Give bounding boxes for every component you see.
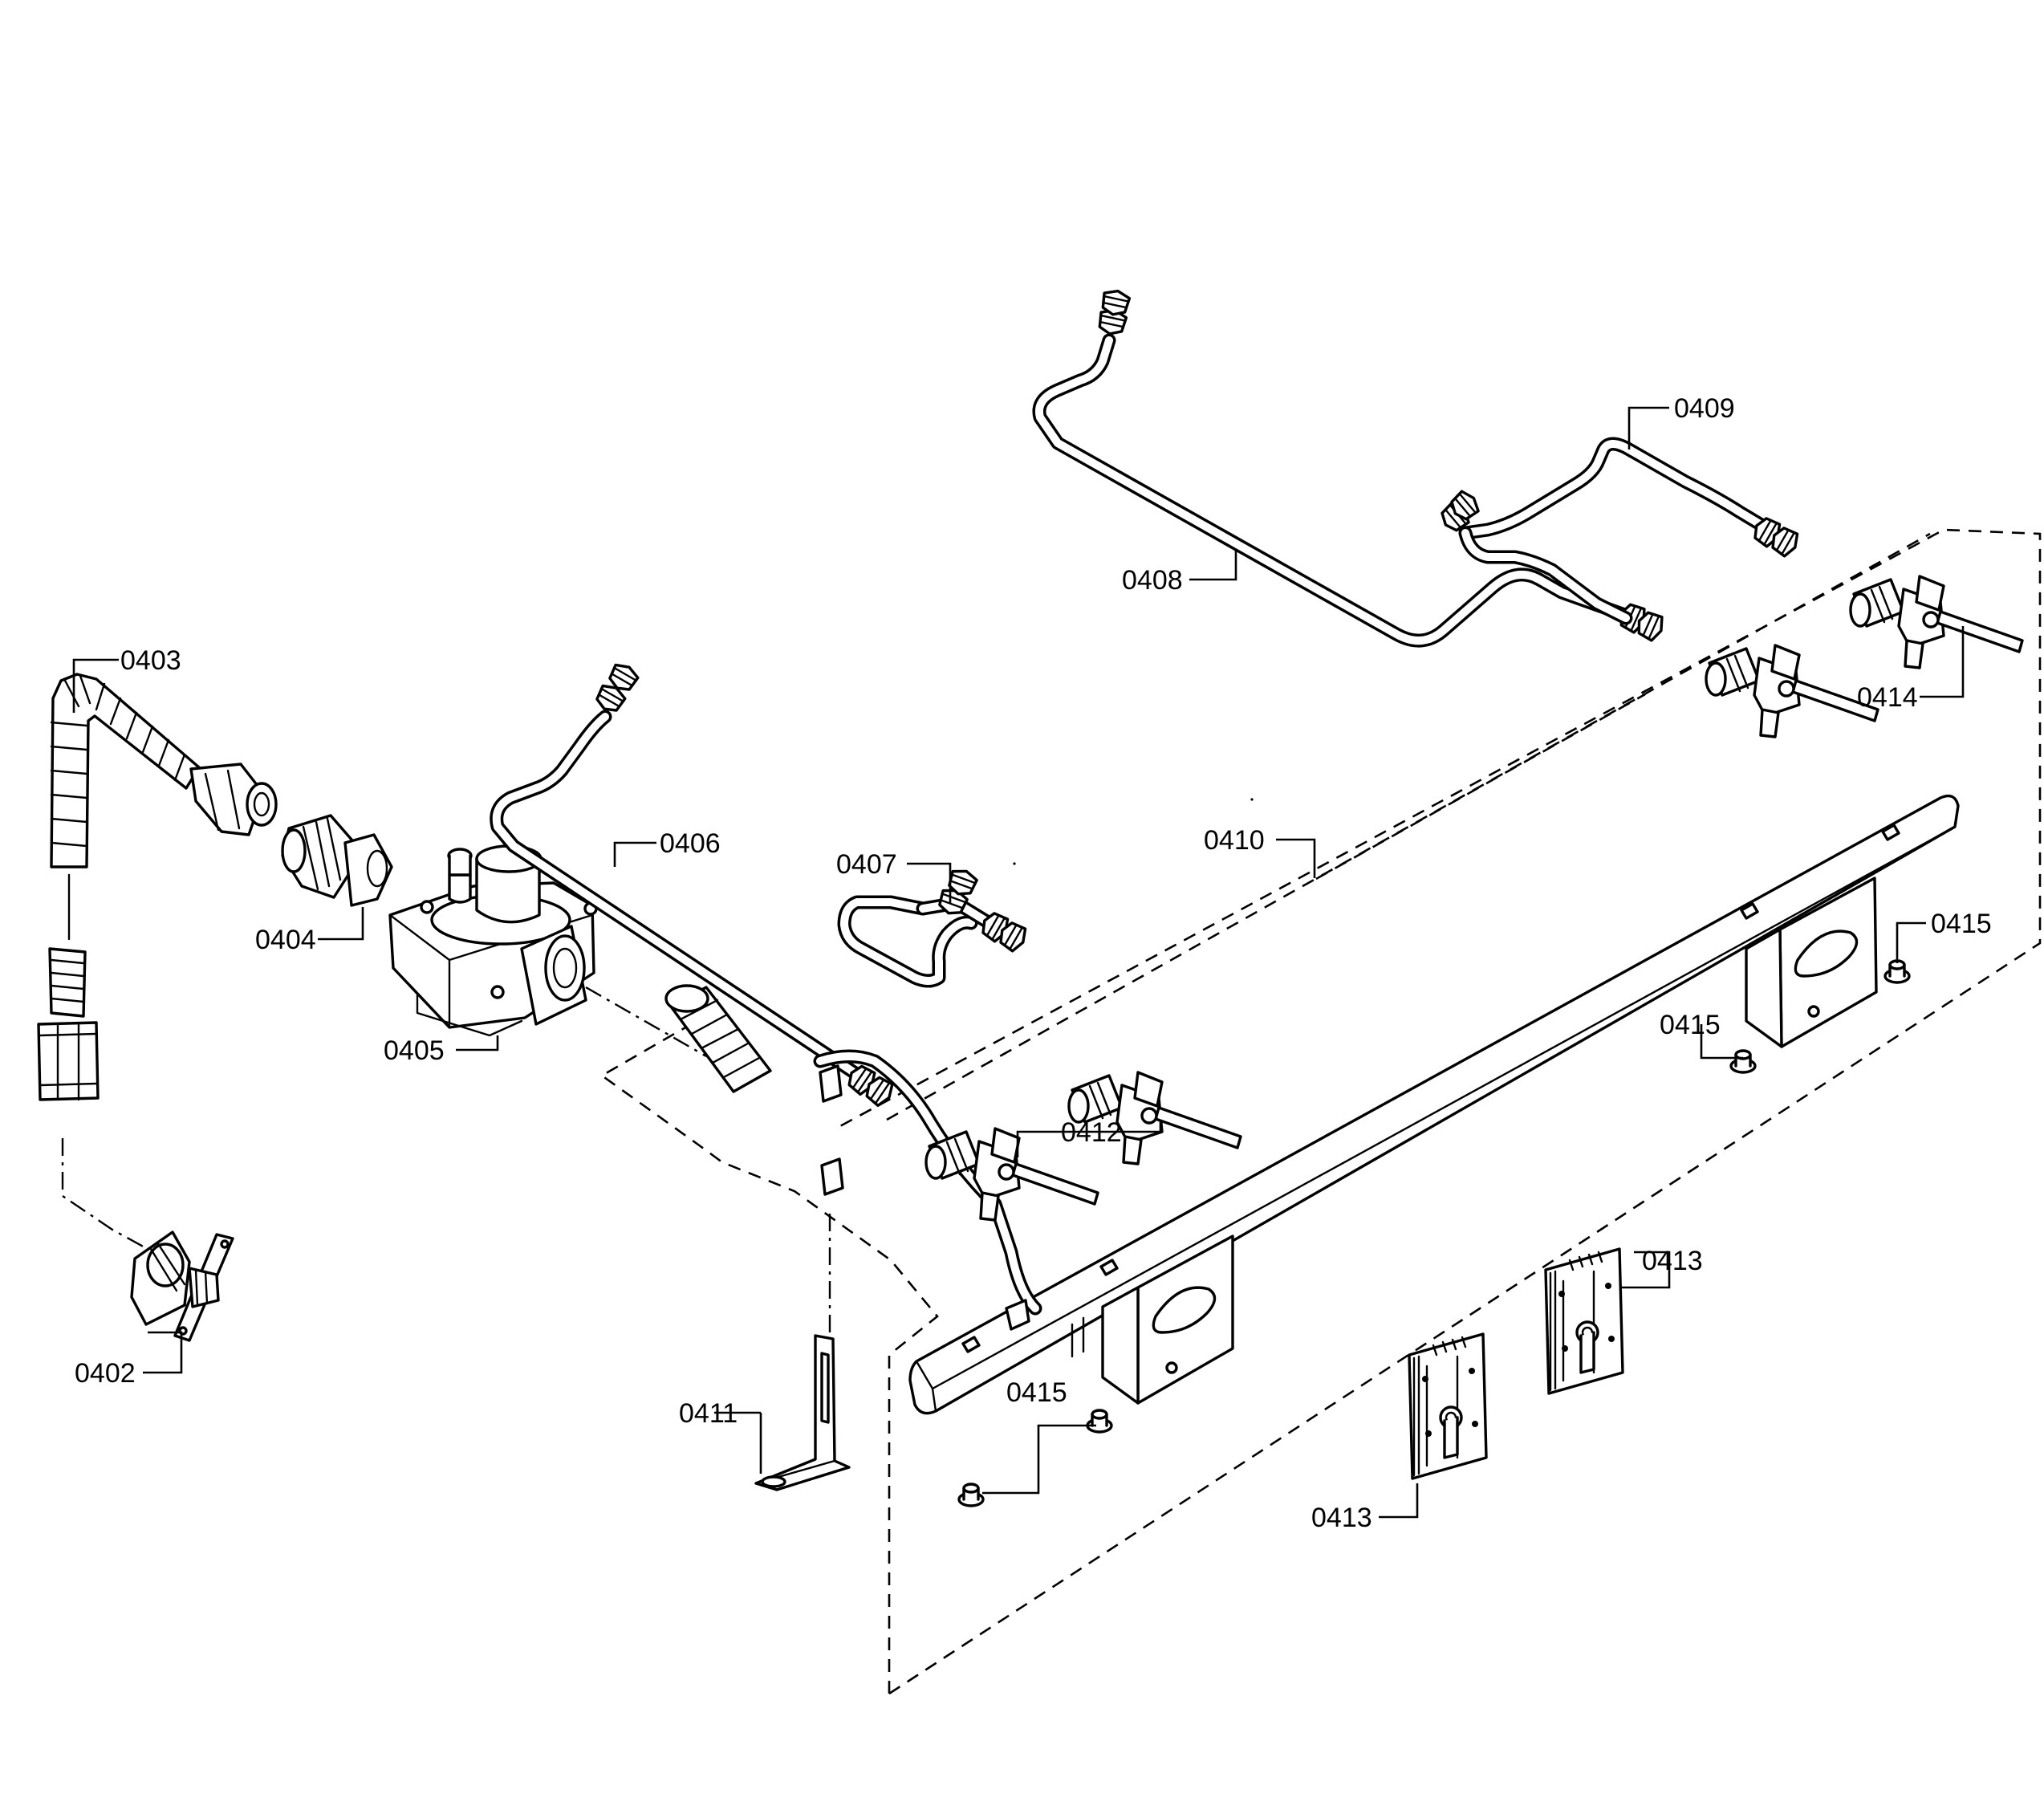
regulator-outlet-line — [585, 986, 707, 1058]
assembly-envelope-right — [838, 528, 2042, 1695]
inlet-connection-line — [61, 1138, 148, 1251]
speck-mark — [1250, 798, 1254, 801]
assembly-envelope-lower — [599, 1013, 939, 1694]
callout-0405: 0405 — [384, 1035, 445, 1066]
burner-valve-part-4 — [1705, 644, 1879, 738]
callout-0415-front: 0415 — [1006, 1377, 1067, 1408]
flex-hose-part — [37, 673, 278, 1101]
screw-part-4 — [1883, 959, 1911, 984]
callout-0415-middle: 0415 — [1660, 1010, 1721, 1040]
callout-0404: 0404 — [255, 925, 316, 955]
mounting-bracket-part — [754, 1334, 851, 1491]
screw-part-1 — [1086, 1409, 1113, 1434]
adapter-fitting-part — [281, 814, 393, 907]
burner-valve-part-3 — [1849, 575, 2024, 669]
callout-0403: 0403 — [120, 645, 181, 676]
assembly-envelope-mid — [1315, 693, 1646, 881]
callout-0410: 0410 — [1204, 825, 1265, 856]
ignition-switch-part-2 — [1544, 1247, 1624, 1395]
callout-0409: 0409 — [1674, 393, 1735, 424]
screw-part-3 — [1729, 1049, 1757, 1074]
manifold-rail-part — [664, 794, 1960, 1415]
callout-0413-upper: 0413 — [1642, 1246, 1703, 1276]
callout-0415-rear: 0415 — [1931, 909, 1992, 939]
callout-0407: 0407 — [836, 849, 897, 880]
speck-mark — [1013, 862, 1016, 865]
inlet-fitting-part — [130, 1230, 234, 1342]
outlet-tube-part — [490, 659, 898, 1110]
leader-lines — [72, 406, 1965, 1519]
pressure-regulator-part — [388, 844, 598, 1037]
assembly-envelope-upper — [886, 532, 1931, 1121]
long-tube-part — [1032, 287, 1668, 648]
screw-part-2 — [957, 1483, 985, 1507]
callout-0406: 0406 — [660, 828, 721, 859]
callout-0402: 0402 — [75, 1358, 136, 1389]
branched-tube-part — [1436, 437, 1803, 625]
callout-0411: 0411 — [679, 1398, 738, 1429]
callout-0412: 0412 — [1061, 1117, 1122, 1148]
callout-0408: 0408 — [1122, 565, 1183, 596]
loop-tube-part — [837, 865, 1031, 988]
callout-0414: 0414 — [1857, 682, 1918, 713]
callout-0413-lower: 0413 — [1311, 1503, 1372, 1533]
ignition-switch-part-1 — [1408, 1332, 1488, 1480]
